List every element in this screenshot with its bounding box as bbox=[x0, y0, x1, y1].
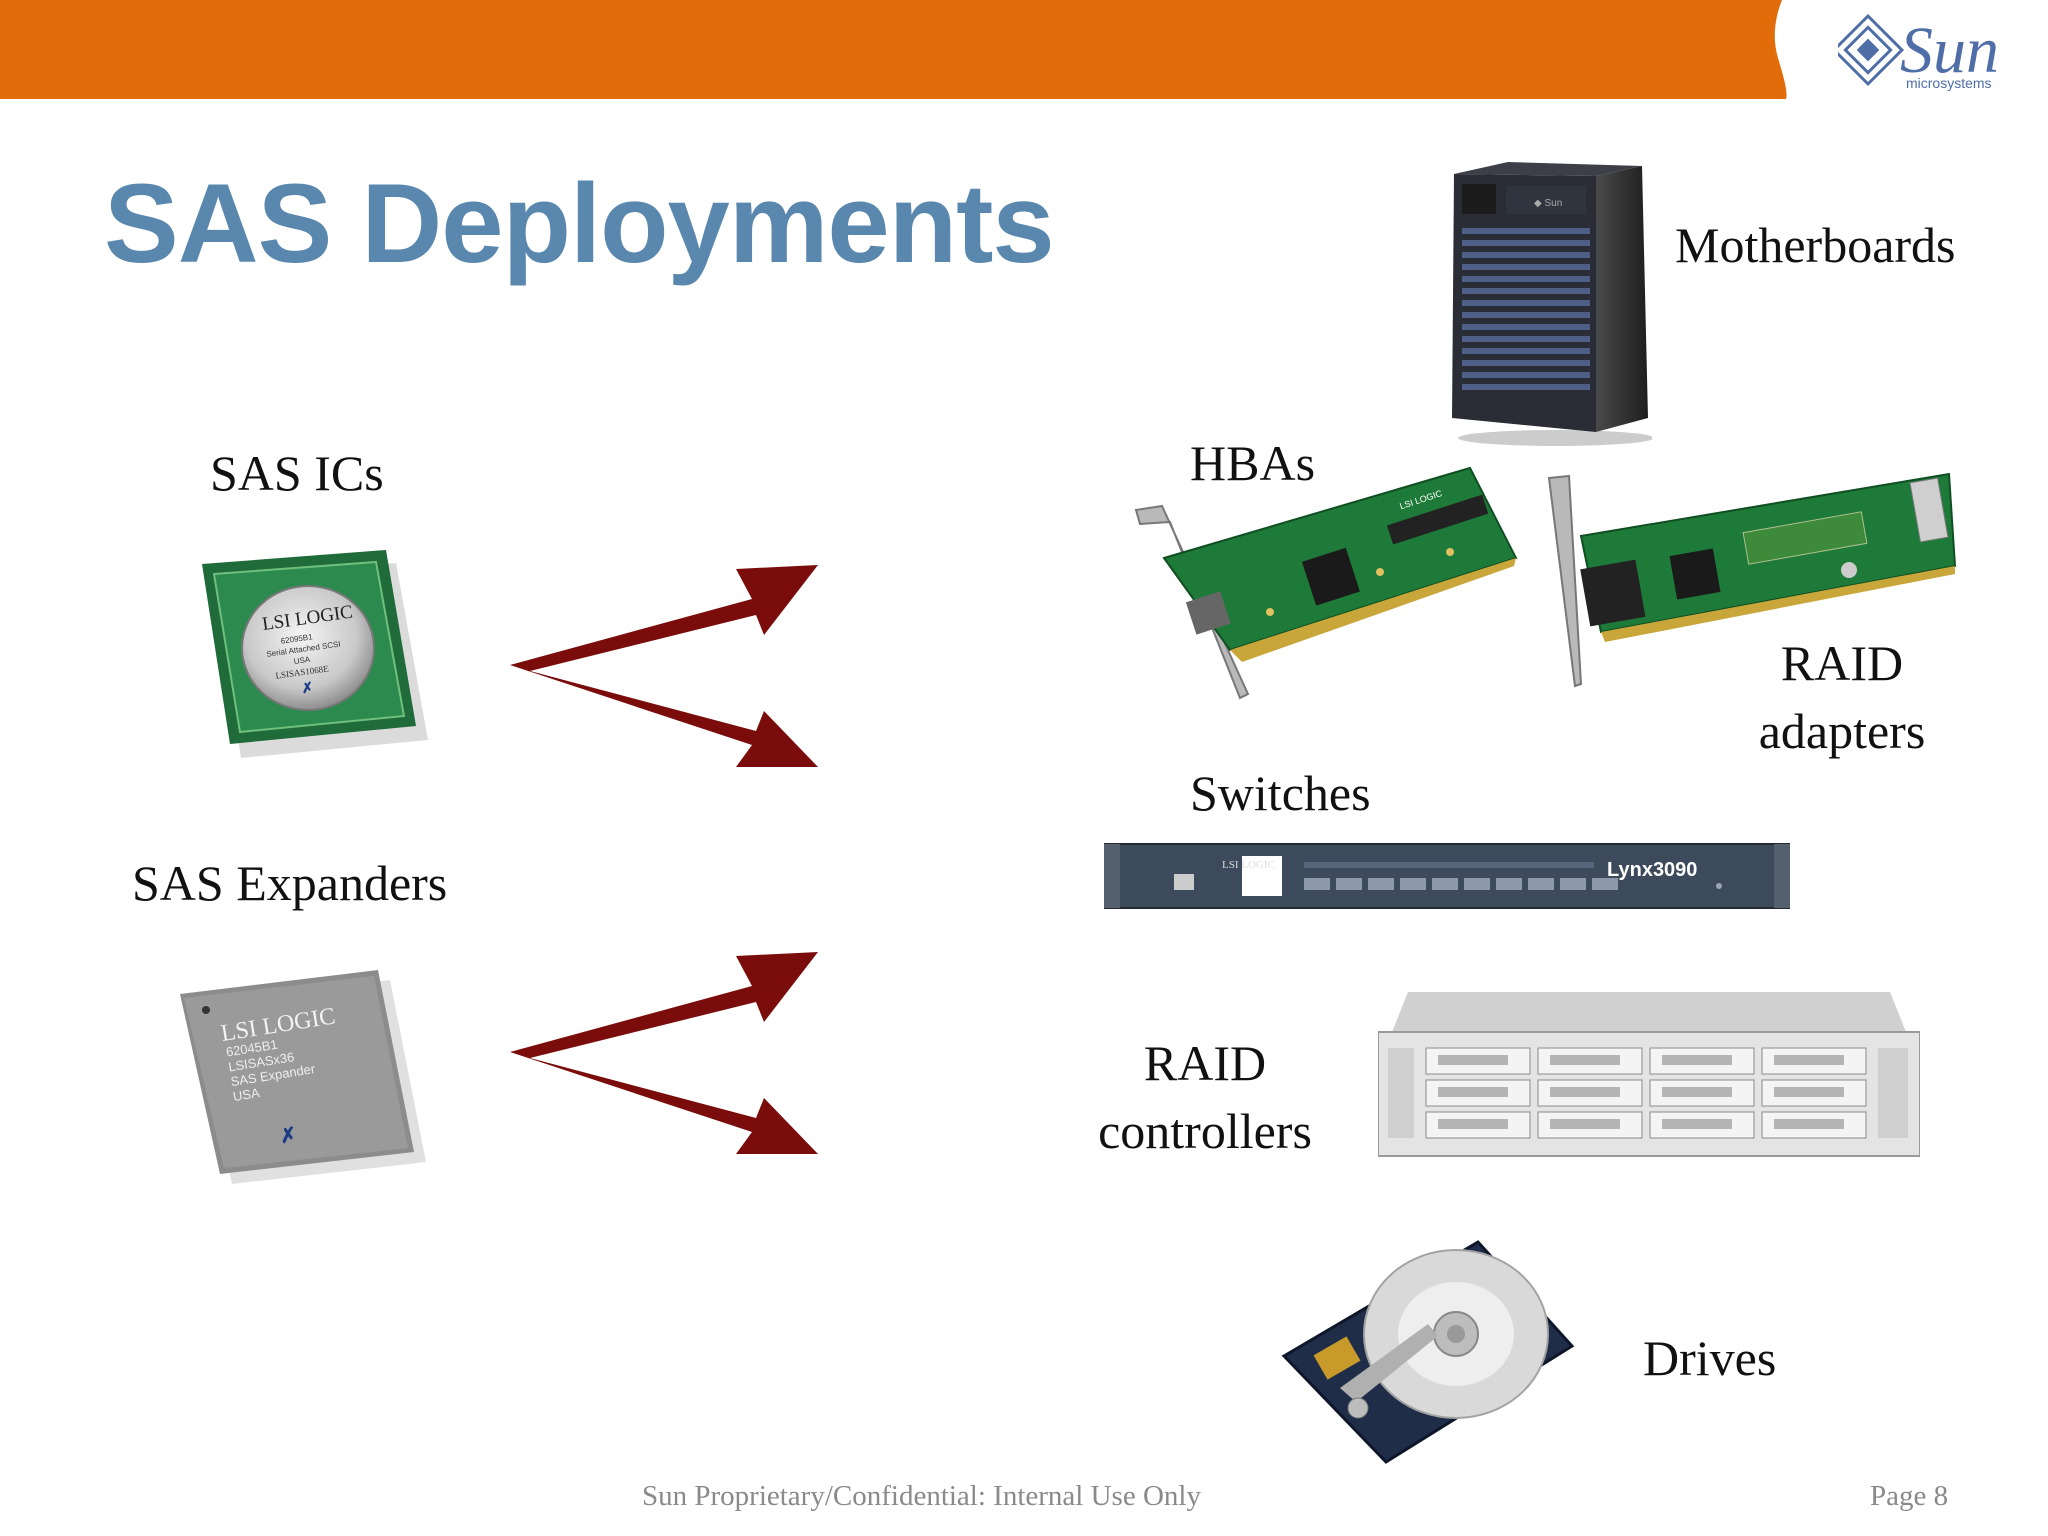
raid-controllers-label: RAID controllers bbox=[1090, 1030, 1320, 1165]
raid-adapters-label: RAID adapters bbox=[1742, 630, 1942, 765]
switch-rack-icon: LSI LOGIC Lynx3090 bbox=[1104, 843, 1790, 909]
split-arrow-icon bbox=[510, 565, 818, 767]
server-tower-icon: ◆ Sun bbox=[1452, 162, 1652, 446]
page-title: SAS Deployments bbox=[104, 161, 1055, 286]
drive-bays bbox=[1425, 1047, 1867, 1139]
logo-sub: microsystems bbox=[1906, 75, 1992, 91]
header-orange-band bbox=[0, 0, 1787, 99]
raid-controllers-line-2: controllers bbox=[1098, 1102, 1312, 1159]
hbas-label: HBAs bbox=[1190, 435, 1316, 491]
tower-vents bbox=[1462, 228, 1590, 390]
svg-text:✗: ✗ bbox=[300, 679, 314, 696]
hard-drive-icon bbox=[1281, 1240, 1575, 1464]
switch-brand: Lynx3090 bbox=[1607, 859, 1697, 881]
hba-card-icon: LSI LOGIC bbox=[1134, 466, 1518, 700]
sas-expanders-label: SAS Expanders bbox=[132, 855, 448, 911]
sas-ics-label: SAS ICs bbox=[210, 445, 384, 501]
footer-page-number: Page 8 bbox=[1870, 1480, 1949, 1512]
raid-adapters-line-2: adapters bbox=[1758, 702, 1926, 759]
sas-ic-chip-line-3: USA bbox=[293, 655, 311, 666]
sas-expander-chip-line-4: USA bbox=[232, 1085, 261, 1104]
switches-label: Switches bbox=[1190, 765, 1371, 821]
sas-ic-chip-line-1: 62095B1 bbox=[280, 632, 314, 645]
switch-ports bbox=[1304, 862, 1618, 890]
sas-ic-chip-icon: LSI LOGIC 62095B1 Serial Attached SCSI U… bbox=[202, 550, 428, 758]
raid-adapters-line-1: RAID bbox=[1780, 635, 1904, 691]
storage-array-icon bbox=[1378, 992, 1920, 1157]
logo-word: Sun bbox=[1900, 14, 1999, 87]
switch-logo: LSI LOGIC bbox=[1222, 859, 1275, 871]
header-bar bbox=[0, 0, 1787, 99]
drives-label: Drives bbox=[1643, 1330, 1777, 1386]
svg-text:✗: ✗ bbox=[278, 1124, 298, 1148]
raid-adapter-card-icon bbox=[1547, 472, 1957, 688]
svg-text:◆ Sun: ◆ Sun bbox=[1534, 198, 1562, 209]
split-arrow-icon bbox=[510, 952, 818, 1154]
motherboards-label: Motherboards bbox=[1675, 217, 1956, 273]
sas-expander-chip-icon: LSI LOGIC 62045B1 LSISASx36 SAS Expander… bbox=[180, 970, 426, 1184]
raid-controllers-line-1: RAID bbox=[1143, 1035, 1267, 1091]
sun-logo-icon: Sun microsystems bbox=[1838, 14, 1999, 91]
footer-confidential: Sun Proprietary/Confidential: Internal U… bbox=[642, 1480, 1201, 1512]
